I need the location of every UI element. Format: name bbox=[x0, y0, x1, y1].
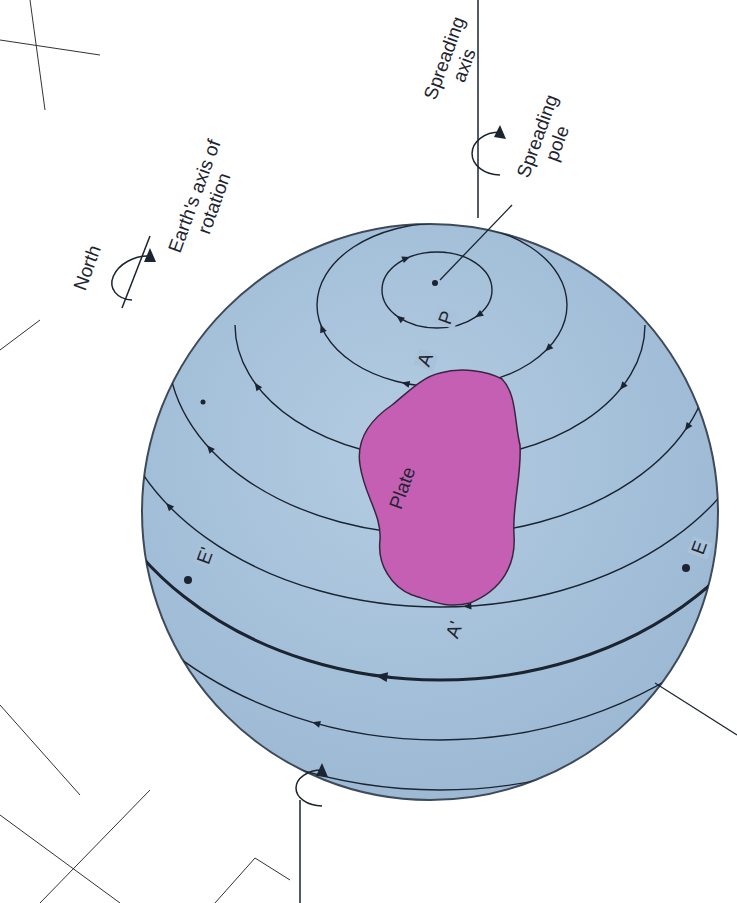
point-dot bbox=[682, 564, 690, 572]
plate-fill bbox=[359, 370, 520, 605]
text-label: Spreading pole bbox=[511, 86, 584, 194]
text-label: North bbox=[70, 243, 106, 294]
spreading-axis bbox=[472, 0, 500, 218]
globe bbox=[142, 224, 718, 800]
motion-arrowhead bbox=[320, 325, 327, 334]
motion-arrows bbox=[166, 257, 692, 728]
text-label: Spreading axis bbox=[417, 3, 494, 121]
axis-arrowhead bbox=[494, 125, 506, 139]
plate-outline bbox=[352, 365, 522, 610]
motion-arrowhead bbox=[475, 310, 484, 317]
motion-arrowhead bbox=[166, 503, 174, 511]
motion-arrowhead bbox=[402, 381, 411, 388]
leader-line bbox=[440, 205, 512, 280]
point-dot bbox=[184, 576, 192, 584]
motion-arrowhead bbox=[685, 422, 692, 431]
motion-arrowhead bbox=[620, 381, 628, 389]
axis-arrowhead bbox=[316, 763, 328, 777]
motion-arrowhead bbox=[207, 445, 215, 453]
motion-arrowhead bbox=[255, 383, 263, 392]
spreading-circles bbox=[10, 223, 737, 790]
leader-line bbox=[655, 683, 737, 735]
motion-arrowhead bbox=[375, 672, 388, 682]
north-pole-dot bbox=[201, 400, 206, 405]
motion-arrowhead bbox=[312, 721, 321, 728]
axis-arrowhead bbox=[144, 248, 156, 262]
motion-arrowhead bbox=[396, 316, 404, 324]
motion-arrowhead bbox=[545, 343, 553, 351]
plate-shape: Plate bbox=[352, 365, 522, 610]
pole-dot bbox=[432, 280, 438, 286]
text-label: Earth's axis of rotation bbox=[162, 129, 247, 270]
spreading-circle bbox=[317, 223, 567, 387]
earth-axis bbox=[112, 236, 322, 903]
motion-arrowhead bbox=[401, 257, 410, 264]
